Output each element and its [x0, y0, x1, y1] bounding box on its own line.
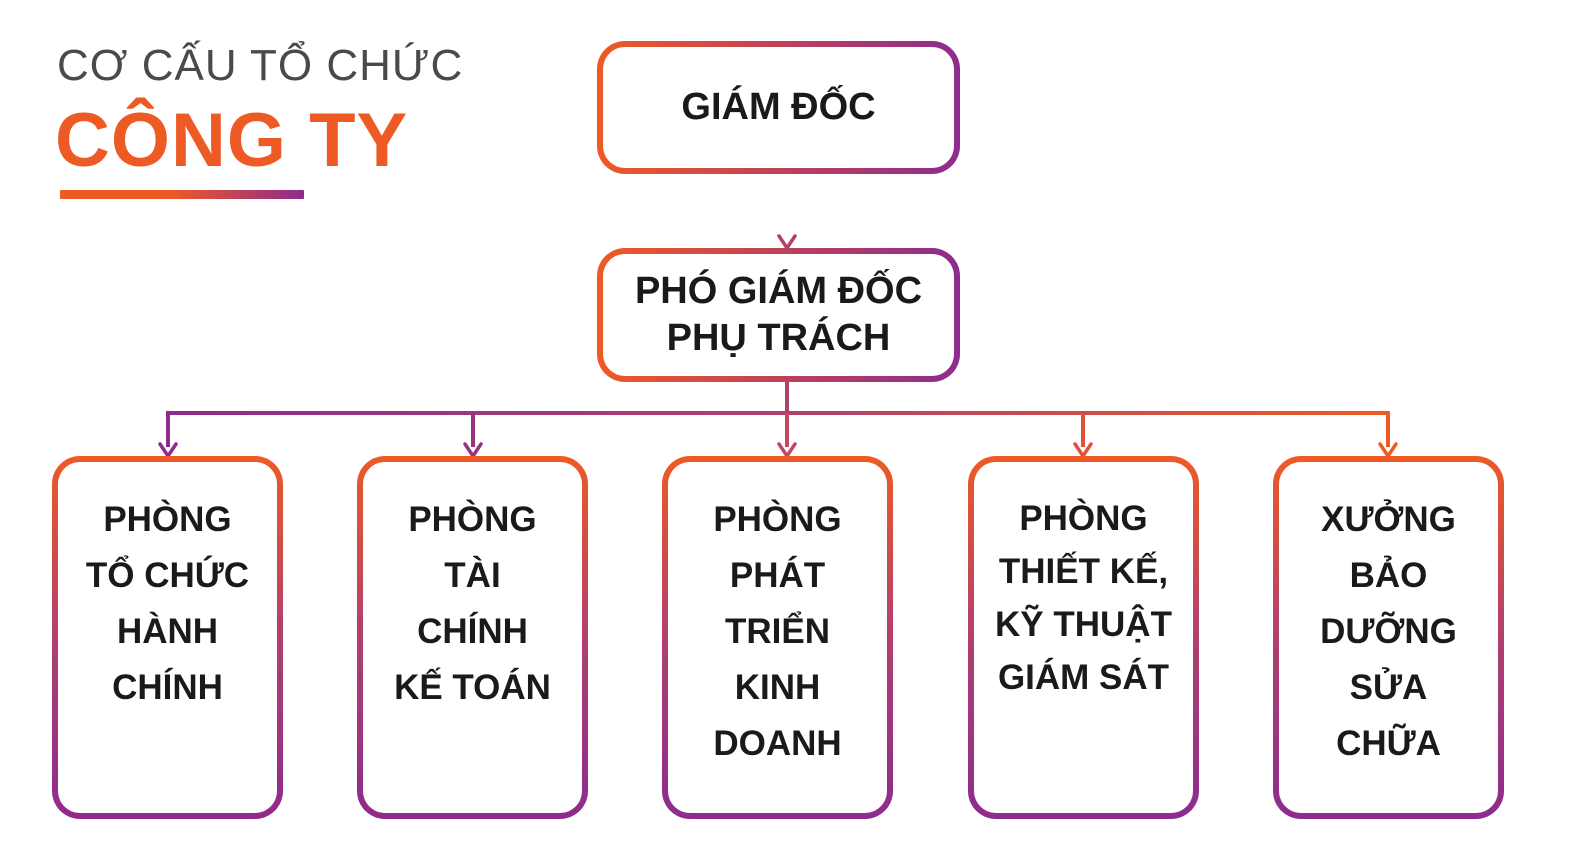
dept-4-line-3: KỸ THUẬT	[995, 605, 1172, 644]
arrowhead-dept-3	[777, 442, 797, 458]
dept-5-line-4: SỬA	[1349, 668, 1428, 707]
dept-5-line-1: XƯỞNG	[1321, 500, 1456, 539]
node-dept-organization-admin: PHÒNG TỔ CHỨC HÀNH CHÍNH	[52, 456, 283, 819]
node-director-line-1: GIÁM ĐỐC	[681, 86, 876, 128]
dept-1-line-1: PHÒNG	[103, 500, 232, 539]
arrowhead-dept-2	[463, 442, 483, 458]
dept-2-line-1: PHÒNG	[408, 500, 537, 539]
dept-5-line-5: CHỮA	[1336, 724, 1441, 763]
dept-1-line-2: TỔ CHỨC	[85, 556, 250, 595]
dept-4-line-2: THIẾT KẾ,	[998, 552, 1169, 591]
dept-2-line-2: TÀI	[444, 556, 501, 595]
title-line-2: CÔNG TY	[55, 98, 409, 183]
node-deputy-line-2: PHỤ TRÁCH	[666, 317, 891, 359]
node-dept-finance-accounting: PHÒNG TÀI CHÍNH KẾ TOÁN	[357, 456, 588, 819]
node-deputy-line-1: PHÓ GIÁM ĐỐC	[634, 270, 923, 312]
dept-3-line-3: TRIỂN	[725, 612, 830, 651]
dept-5-line-3: DƯỠNG	[1320, 612, 1457, 651]
arrowhead-dept-4	[1073, 442, 1093, 458]
dept-3-line-2: PHÁT	[729, 556, 826, 595]
node-director: GIÁM ĐỐC	[597, 41, 960, 174]
title-underline	[60, 190, 304, 199]
arrowhead-dept-1	[158, 442, 178, 458]
node-deputy-director: PHÓ GIÁM ĐỐC PHỤ TRÁCH	[597, 248, 960, 382]
node-dept-design-engineering: PHÒNG THIẾT KẾ, KỸ THUẬT GIÁM SÁT	[968, 456, 1199, 819]
dept-4-line-4: GIÁM SÁT	[997, 658, 1170, 697]
dept-2-line-4: KẾ TOÁN	[394, 668, 551, 707]
node-dept-business-development: PHÒNG PHÁT TRIỂN KINH DOANH	[662, 456, 893, 819]
dept-3-line-5: DOANH	[713, 724, 842, 763]
arrowhead-dept-5	[1378, 442, 1398, 458]
dept-2-line-3: CHÍNH	[417, 612, 528, 651]
dept-1-line-3: HÀNH	[116, 612, 219, 651]
node-workshop-maintenance: XƯỞNG BẢO DƯỠNG SỬA CHỮA	[1273, 456, 1504, 819]
dept-3-line-4: KINH	[734, 668, 821, 707]
arrowhead-deputy	[777, 234, 797, 250]
title-line-1: CƠ CẤU TỔ CHỨC	[57, 41, 464, 90]
dept-4-line-1: PHÒNG	[1019, 499, 1148, 538]
dept-1-line-4: CHÍNH	[112, 668, 223, 707]
dept-5-line-2: BẢO	[1349, 556, 1428, 595]
dept-3-line-1: PHÒNG	[713, 500, 842, 539]
